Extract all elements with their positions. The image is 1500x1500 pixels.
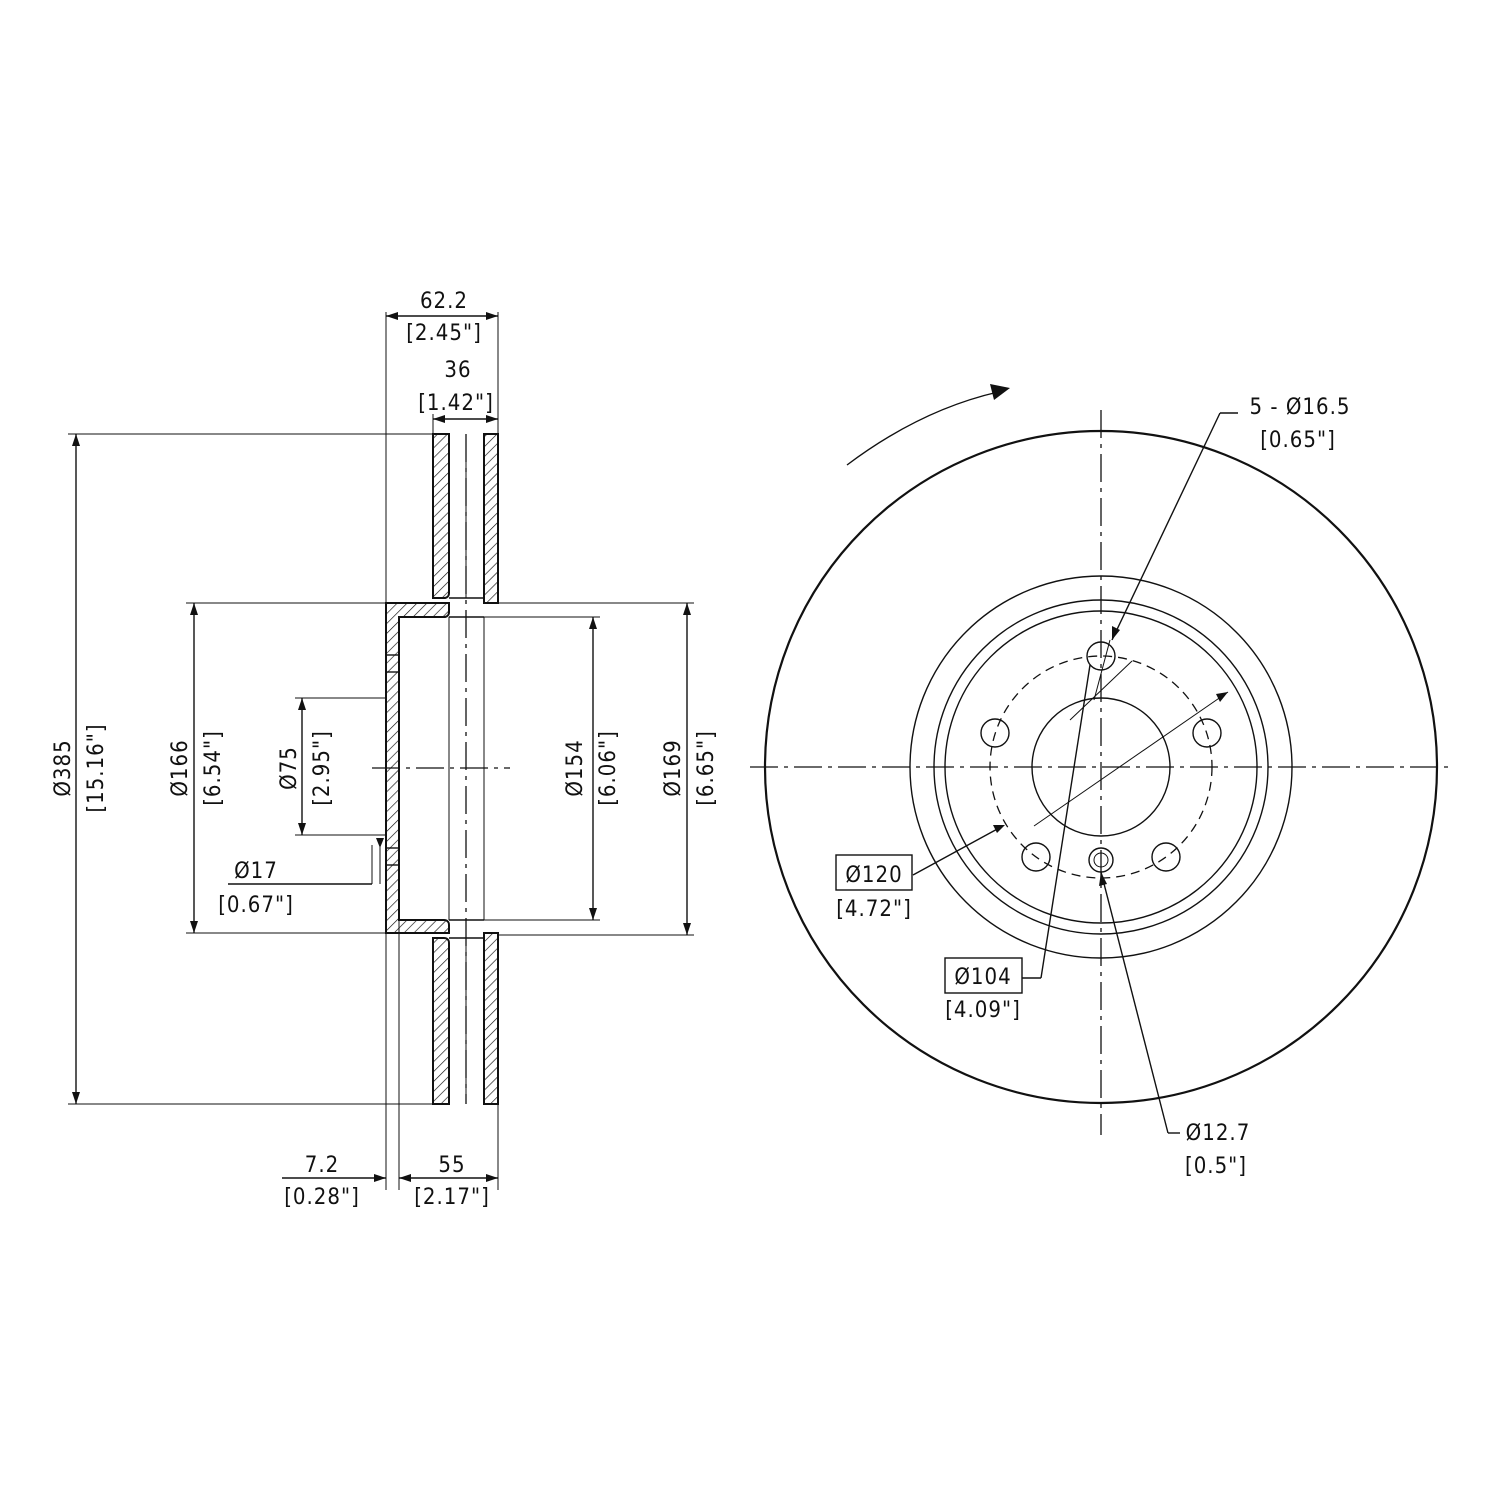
hat-thickness-mm: 7.2 [305, 1153, 339, 1178]
rotor-width-mm: 36 [444, 358, 471, 383]
hat-diameter-in: [6.54"] [201, 730, 226, 806]
pin-hole-mm: Ø17 [234, 859, 278, 884]
center-diameter-in: [4.09"] [945, 998, 1021, 1023]
center-bore-circle [1031, 697, 1171, 837]
hat-outer-circle [909, 575, 1293, 959]
hat-mid-circle [933, 599, 1269, 935]
side-view: 62.2 [2.45"] 36 [1.42"] Ø385 [15.16"] Ø1… [51, 289, 719, 1210]
rotation-arrowhead [990, 384, 1010, 400]
center-diameter-mm: Ø104 [954, 965, 1011, 990]
locator-hole-mm: Ø12.7 [1186, 1121, 1251, 1146]
outer-diameter-in: [15.16"] [84, 723, 109, 812]
lug-hole-3 [1151, 842, 1181, 872]
bolt-circle-mm: Ø120 [845, 863, 902, 888]
front-view: 5 - Ø16.5 [0.65"] Ø120 [4.72"] Ø104 [4.0… [750, 384, 1452, 1179]
lug-hole-4 [1021, 842, 1051, 872]
hat-diameter-mm: Ø166 [168, 739, 193, 796]
hat-outer-diameter-in: [6.65"] [694, 730, 719, 806]
lug-hole-1 [1086, 641, 1116, 671]
center-diameter-box [944, 957, 1023, 994]
lower-inner-plate [432, 937, 450, 1105]
lug-holes-mm: 5 - Ø16.5 [1250, 395, 1351, 420]
hat-inner-diameter-in: [6.06"] [596, 730, 621, 806]
rotor-width-in: [1.42"] [418, 391, 494, 416]
hat-inner-circle [944, 610, 1258, 924]
upper-inner-plate [432, 433, 450, 599]
overall-width-in: [2.45"] [406, 321, 482, 346]
bolt-circle-in: [4.72"] [836, 897, 912, 922]
overall-width-mm: 62.2 [420, 289, 468, 314]
hat-outer-diameter-mm: Ø169 [661, 739, 686, 796]
lug-holes-in: [0.65"] [1260, 428, 1336, 453]
hat-height-in: [2.17"] [414, 1185, 490, 1210]
lug-hole-2 [1192, 718, 1222, 748]
center-bore-in: [2.95"] [310, 730, 335, 806]
rotation-arrow [846, 391, 999, 466]
hat-thickness-in: [0.28"] [284, 1185, 360, 1210]
locator-hole-in: [0.5"] [1185, 1154, 1247, 1179]
upper-outer-plate [483, 433, 499, 604]
rotor-outer-edge [763, 429, 1439, 1105]
hat-inner-diameter-mm: Ø154 [563, 739, 588, 796]
bolt-circle-box [835, 854, 913, 891]
lower-outer-plate [483, 932, 499, 1105]
lug-hole-5 [980, 718, 1010, 748]
outer-diameter-mm: Ø385 [51, 739, 76, 796]
pin-hole-in: [0.67"] [218, 893, 294, 918]
center-bore-mm: Ø75 [277, 746, 302, 790]
hat-height-mm: 55 [438, 1153, 465, 1178]
bolt-circle [989, 655, 1213, 879]
